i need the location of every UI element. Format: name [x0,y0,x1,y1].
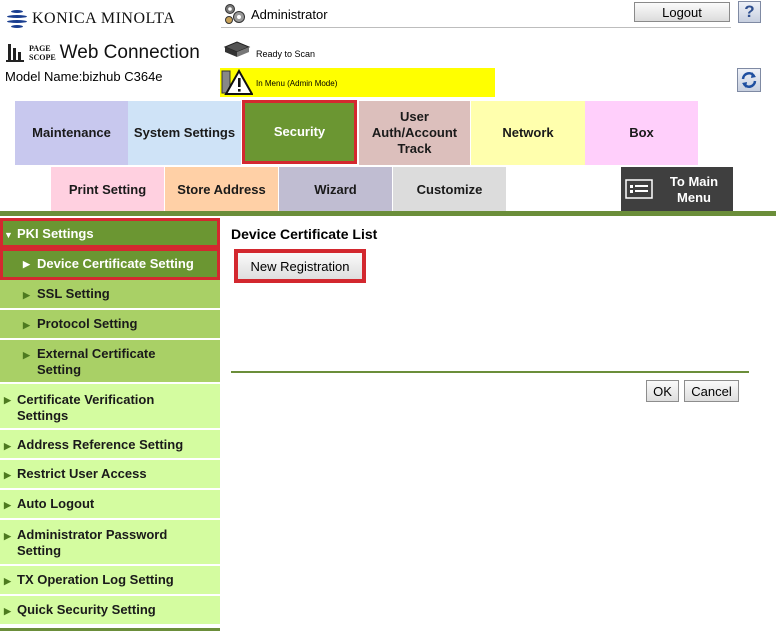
pagescope-small-text: PAGE SCOPE [29,44,56,62]
tab-wizard[interactable]: Wizard [279,167,392,212]
sidebar-item-auto-logout[interactable]: ▶ Auto Logout [0,490,220,520]
refresh-icon [741,72,757,88]
sidebar-item-label: SSL Setting [37,286,110,301]
sidebar-item-label: Device Certificate Setting [37,256,194,271]
konica-minolta-globe-icon [6,8,28,30]
sidebar-item-label: Quick Security Setting [17,602,156,617]
tab-security[interactable]: Security [242,100,357,164]
brand-name: KONICA MINOLTA [32,10,176,27]
sidebar-item-address-reference-setting[interactable]: ▶ Address Reference Setting [0,430,220,460]
product-title: Web Connection [59,42,200,63]
sidebar-item-ssl-setting[interactable]: ▶ SSL Setting [0,280,220,310]
header-divider [221,27,731,28]
refresh-button[interactable] [737,68,761,92]
sidebar-item-administrator-password-setting[interactable]: ▶ Administrator Password Setting [0,520,220,566]
triangle-right-icon: ▶ [4,470,11,480]
sidebar-item-certificate-verification-settings[interactable]: ▶ Certificate Verification Settings [0,384,220,430]
sidebar-item-external-certificate-setting[interactable]: ▶ External Certificate Setting [0,340,220,384]
administrator-label: Administrator [251,7,328,22]
tab-customize[interactable]: Customize [393,167,506,212]
sidebar-item-label: Protocol Setting [37,316,138,331]
sidebar-item-label: Certificate Verification Settings [17,392,155,423]
main-menu-icon [625,179,653,199]
sidebar-item-label: PKI Settings [17,226,94,241]
triangle-right-icon: ▶ [4,576,11,586]
triangle-right-icon: ▶ [4,500,11,510]
content-divider [231,371,749,373]
triangle-right-icon: ▶ [23,290,30,300]
model-name: Model Name:bizhub C364e [5,69,163,84]
tab-user-auth-account-track[interactable]: User Auth/Account Track [359,101,470,165]
to-main-menu-label: To Main Menu [669,174,719,205]
sidebar-item-label: Administrator Password Setting [17,527,168,558]
ok-button[interactable]: OK [646,380,679,402]
mode-status-bar [220,68,495,97]
triangle-right-icon: ▶ [4,395,11,405]
pagescope-logo: PAGE SCOPE Web Connection [6,42,200,64]
device-status-text: Ready to Scan [256,49,316,59]
triangle-down-icon: ▼ [4,230,13,240]
tab-box[interactable]: Box [585,101,698,165]
tab-system-settings[interactable]: System Settings [128,101,241,165]
tab-bar-divider [0,211,776,216]
triangle-right-icon: ▶ [23,259,30,269]
sidebar-item-label: Address Reference Setting [17,437,184,452]
sidebar-item-restrict-user-access[interactable]: ▶ Restrict User Access [0,460,220,490]
tab-print-setting[interactable]: Print Setting [51,167,164,212]
sidebar-item-protocol-setting[interactable]: ▶ Protocol Setting [0,310,220,340]
sidebar-item-tx-operation-log-setting[interactable]: ▶ TX Operation Log Setting [0,566,220,596]
tab-maintenance[interactable]: Maintenance [15,101,128,165]
administrator-gears-icon [225,4,245,24]
triangle-right-icon: ▶ [23,320,30,330]
warning-icon [221,69,253,95]
mode-status-text: In Menu (Admin Mode) [256,79,338,88]
sidebar-item-label: Restrict User Access [17,466,147,481]
tab-store-address[interactable]: Store Address [165,167,278,212]
sidebar-bottom-divider [0,628,220,631]
page-title: Device Certificate List [231,226,378,242]
triangle-right-icon: ▶ [4,531,11,541]
tab-network[interactable]: Network [471,101,585,165]
logout-button[interactable]: Logout [634,2,730,22]
konica-minolta-logo: KONICA MINOLTA [6,8,175,30]
help-button[interactable]: ? [738,1,761,23]
cancel-button[interactable]: Cancel [684,380,739,402]
new-registration-button[interactable]: New Registration [234,249,366,283]
sidebar-item-label: TX Operation Log Setting [17,572,174,587]
to-main-menu-button[interactable]: To Main Menu [621,167,733,212]
sidebar-item-pki-settings[interactable]: ▼ PKI Settings [0,218,220,248]
sidebar-item-quick-security-setting[interactable]: ▶ Quick Security Setting [0,596,220,626]
scanner-icon [223,41,251,57]
triangle-right-icon: ▶ [4,441,11,451]
triangle-right-icon: ▶ [4,606,11,616]
pagescope-icon [6,42,26,64]
triangle-right-icon: ▶ [23,350,30,360]
sidebar-item-device-certificate-setting[interactable]: ▶ Device Certificate Setting [0,248,220,280]
sidebar-item-label: Auto Logout [17,496,95,511]
sidebar-item-label: External Certificate Setting [37,346,156,377]
